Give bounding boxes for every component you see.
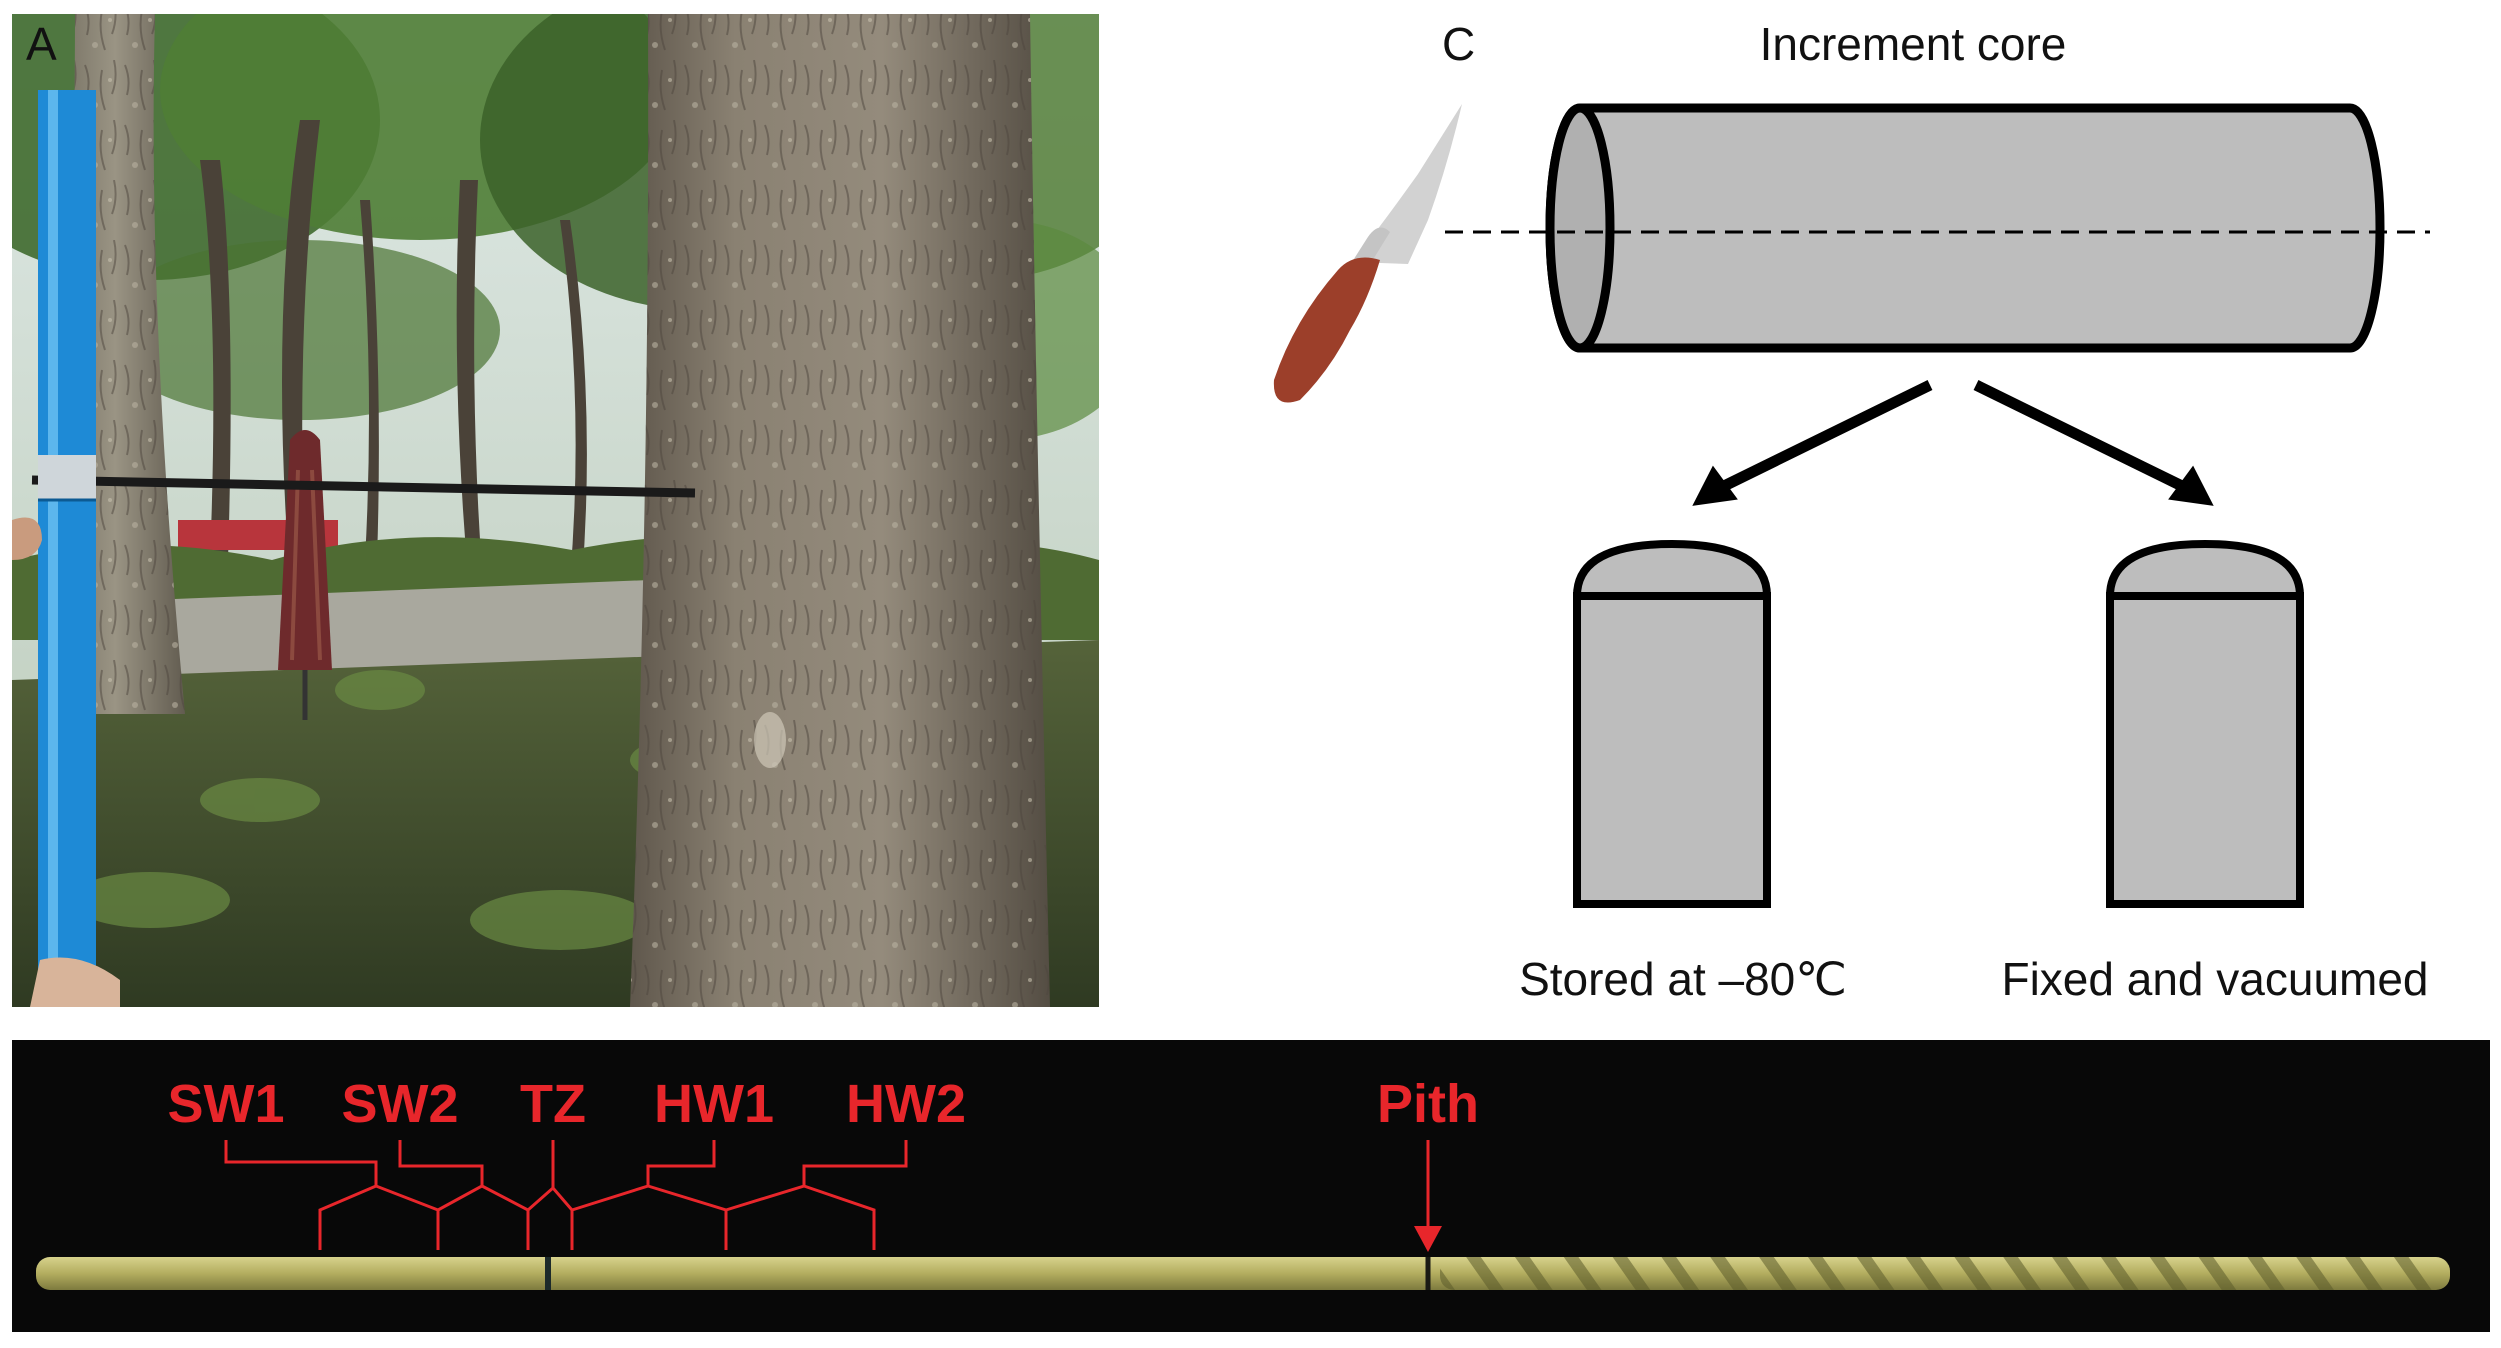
panel-c-letter: C [1442,18,1475,70]
panel-b-core-strip: B SW1 SW2 TZ HW1 HW2 Pith [12,1040,2490,1332]
increment-core-cylinder [1445,103,2430,353]
panel-c-diagram: C Increment core [1273,18,2430,1005]
label-tz: TZ [520,1074,586,1134]
main-tree-trunk [630,14,1050,1007]
arrow-icon [1692,380,2214,506]
left-tube-caption: Stored at –80℃ [1519,953,1847,1005]
increment-borer-icon [31,475,696,498]
knife-icon [1273,104,1462,403]
label-sw2: SW2 [341,1074,458,1134]
zone-labels: SW1 SW2 TZ HW1 HW2 Pith [167,1074,1479,1134]
hand-bottom [30,957,120,1007]
label-sw1: SW1 [167,1074,284,1134]
tube-icon-right [2105,539,2305,908]
panel-a-photo: A [12,14,1099,1007]
right-tube-caption: Fixed and vacuumed [2001,953,2428,1005]
panel-a-letter: A [26,18,57,70]
tube-icon-left [1572,539,1772,908]
pith-arrow-icon [1414,1226,1442,1252]
label-hw1: HW1 [654,1074,774,1134]
increment-core-title: Increment core [1760,18,2067,70]
ruler-pole [38,90,96,1007]
wood-core [36,1257,2450,1290]
zone-brackets [224,1140,1430,1250]
label-hw2: HW2 [846,1074,966,1134]
label-pith: Pith [1377,1074,1479,1134]
hand [12,517,42,560]
